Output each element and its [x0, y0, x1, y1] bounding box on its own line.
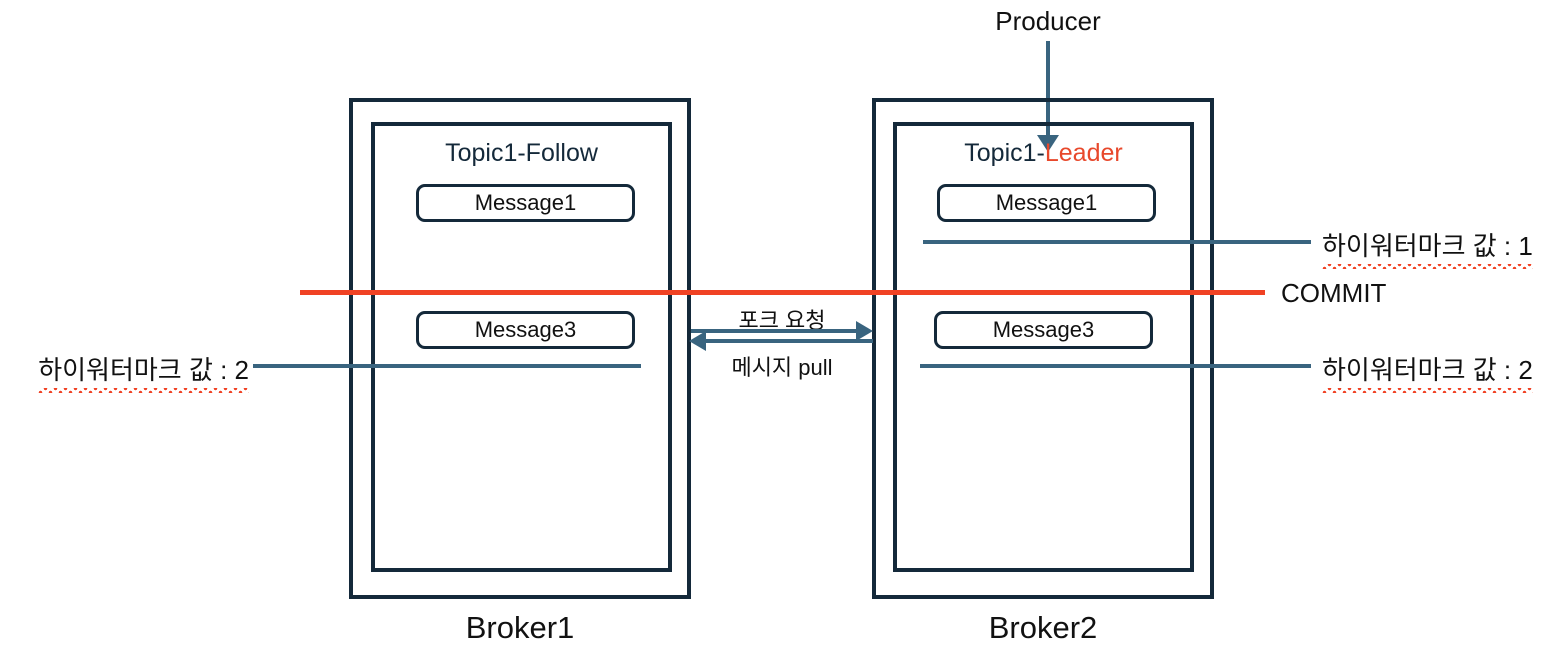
producer-label: Producer [995, 6, 1101, 36]
topic-prefix-broker2: Topic1- [964, 139, 1045, 167]
broker-inner-box-broker1 [371, 122, 672, 572]
highwatermark-label-follower-2-text: 하이워터마크 값 : 2 [38, 350, 249, 393]
highwatermark-line-follower-2 [253, 364, 641, 368]
highwatermark-label-leader-1: 하이워터마크 값 : 1 [1322, 226, 1533, 269]
highwatermark-label-follower-2: 하이워터마크 값 : 2 [0, 350, 249, 393]
highwatermark-label-leader-2-text: 하이워터마크 값 : 2 [1322, 350, 1533, 393]
producer-arrow-head-icon [1037, 135, 1059, 152]
message-box-broker2-message1: Message1 [937, 184, 1156, 222]
arrow-label-fork-request: 포크 요청 [738, 308, 826, 333]
broker-outer-box-broker2 [872, 98, 1214, 599]
broker-caption-broker2: Broker2 [988, 610, 1098, 645]
commit-line [300, 290, 1265, 295]
broker-caption-broker1: Broker1 [465, 610, 575, 645]
arrow-shaft-message-pull [706, 339, 873, 343]
highwatermark-label-leader-2: 하이워터마크 값 : 2 [1322, 350, 1533, 393]
commit-label: COMMIT [1281, 278, 1387, 308]
message-box-broker2-message3: Message3 [934, 311, 1153, 349]
topic-title-broker2: Topic1-Leader [893, 139, 1194, 168]
highwatermark-line-leader-1 [923, 240, 1311, 244]
message-box-broker1-message1: Message1 [416, 184, 635, 222]
arrow-label-message-pull: 메시지 pull [731, 355, 833, 380]
arrow-head-left-icon [689, 331, 706, 351]
producer-arrow-shaft [1046, 41, 1050, 141]
topic-title-broker1: Topic1-Follow [371, 139, 672, 168]
message-box-broker1-message3: Message3 [416, 311, 635, 349]
topic-role-broker2: Leader [1044, 139, 1123, 167]
broker-inner-box-broker2 [893, 122, 1194, 572]
topic-prefix-broker1: Topic1- [445, 139, 526, 167]
arrow-head-right-icon [856, 321, 873, 341]
highwatermark-line-leader-2 [920, 364, 1311, 368]
topic-role-broker1: Follow [525, 139, 598, 167]
arrow-shaft-fork-request [691, 329, 858, 333]
highwatermark-label-leader-1-text: 하이워터마크 값 : 1 [1322, 226, 1533, 269]
